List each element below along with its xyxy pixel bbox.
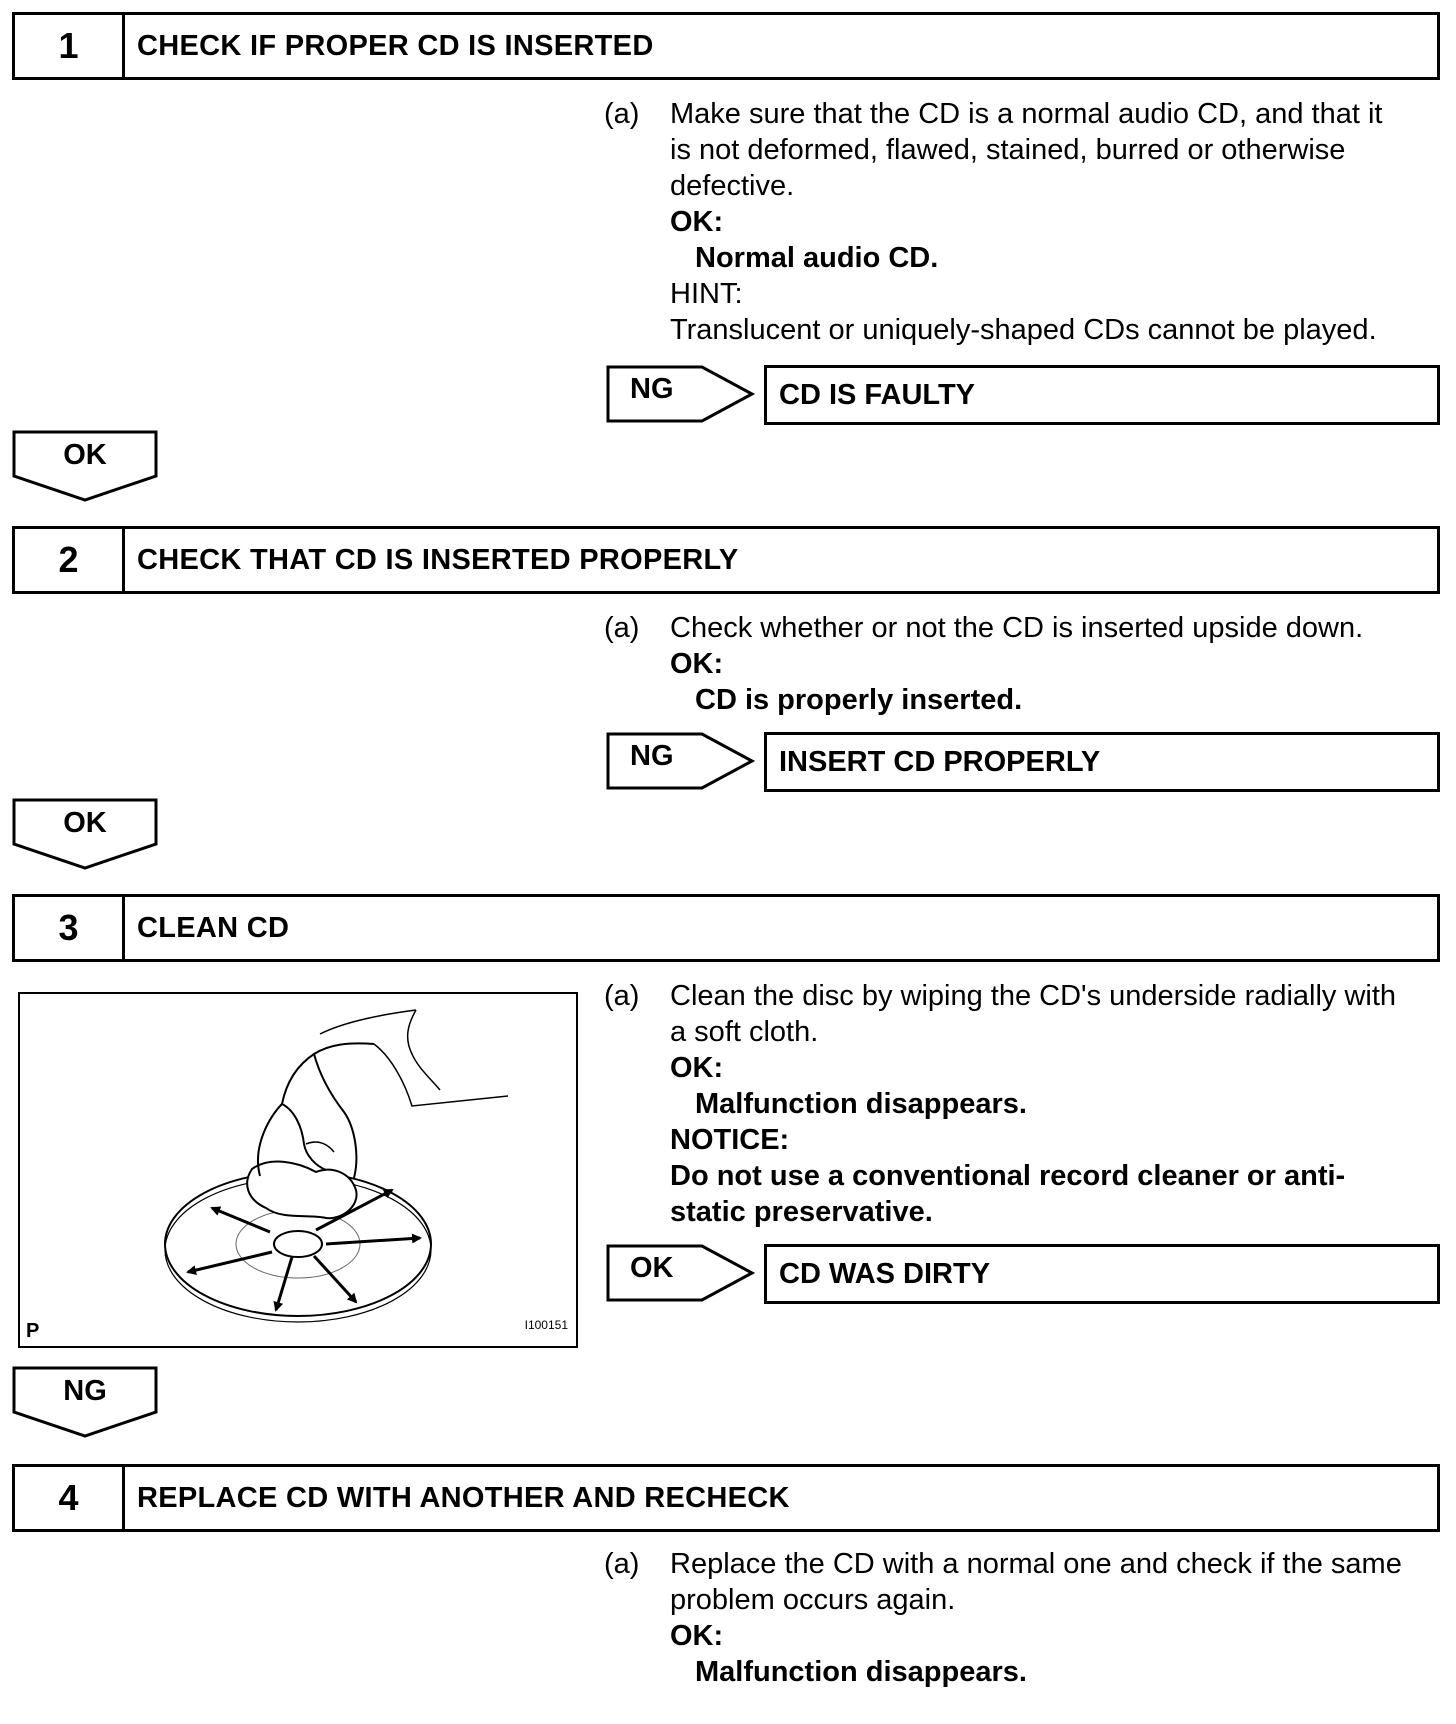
step-3-number: 3	[15, 897, 125, 959]
step-1-header: 1 CHECK IF PROPER CD IS INSERTED	[12, 12, 1440, 80]
step-4-header: 4 REPLACE CD WITH ANOTHER AND RECHECK	[12, 1464, 1440, 1532]
branch-label: NG	[630, 740, 674, 772]
step-2-number: 2	[15, 529, 125, 591]
hint-label: HINT:	[670, 278, 743, 310]
cd-cleaning-figure: P I100151	[18, 992, 578, 1348]
down-arrow-shape-icon	[12, 430, 158, 502]
branch-label: NG	[630, 373, 674, 405]
step-3-title: CLEAN CD	[137, 911, 290, 944]
item-label: (a)	[604, 1548, 640, 1580]
branch-label: OK	[630, 1252, 674, 1284]
step-1-instruction: (a) Make sure that the CD is a normal au…	[604, 96, 1434, 348]
down-arrow-shape-icon	[12, 798, 158, 870]
instruction-line: Clean the disc by wiping the CD's unders…	[670, 980, 1397, 1012]
step-2-result-box: INSERT CD PROPERLY	[764, 732, 1440, 792]
item-label: (a)	[604, 98, 640, 130]
ok-label: OK:	[670, 648, 724, 680]
notice-label: NOTICE:	[670, 1124, 790, 1156]
instruction-line: Make sure that the CD is a normal audio …	[670, 98, 1383, 130]
step-2-title: CHECK THAT CD IS INSERTED PROPERLY	[137, 543, 739, 576]
step-3-result-box: CD WAS DIRTY	[764, 1244, 1440, 1304]
step-1-title: CHECK IF PROPER CD IS INSERTED	[137, 29, 654, 62]
ok-label: OK:	[670, 1620, 724, 1652]
step-1-next-arrow: OK	[12, 430, 158, 502]
ok-value: CD is properly inserted.	[695, 684, 1023, 716]
hint-text: Translucent or uniquely-shaped CDs canno…	[670, 314, 1377, 346]
cd-wiping-illustration-icon	[164, 1009, 509, 1323]
item-label: (a)	[604, 612, 640, 644]
notice-line: Do not use a conventional record cleaner…	[670, 1160, 1346, 1192]
step-3-instruction: (a) Clean the disc by wiping the CD's un…	[604, 978, 1434, 1230]
step-2-instruction: (a) Check whether or not the CD is inser…	[604, 610, 1434, 718]
step-4-instruction: (a) Replace the CD with a normal one and…	[604, 1546, 1434, 1690]
instruction-line: Check whether or not the CD is inserted …	[670, 612, 1364, 644]
next-label: OK	[63, 439, 107, 471]
step-2-next-arrow: OK	[12, 798, 158, 870]
next-label: NG	[63, 1375, 107, 1407]
step-1-branch-arrow: NG	[606, 365, 756, 423]
instruction-line: is not deformed, flawed, stained, burred…	[670, 134, 1346, 166]
step-1-number: 1	[15, 15, 125, 77]
right-arrow-shape-icon	[606, 365, 756, 423]
ok-value: Malfunction disappears.	[695, 1088, 1027, 1120]
ok-value: Malfunction disappears.	[695, 1656, 1027, 1688]
ok-label: OK:	[670, 1052, 724, 1084]
figure-code: I100151	[524, 1318, 568, 1332]
step-3-header: 3 CLEAN CD	[12, 894, 1440, 962]
instruction-line: Replace the CD with a normal one and che…	[670, 1548, 1402, 1580]
ok-label: OK:	[670, 206, 724, 238]
notice-line: static preservative.	[670, 1196, 933, 1228]
step-1-result-box: CD IS FAULTY	[764, 365, 1440, 425]
instruction-line: defective.	[670, 170, 795, 202]
step-4-number: 4	[15, 1467, 125, 1529]
step-2-branch-arrow: NG	[606, 732, 756, 790]
item-label: (a)	[604, 980, 640, 1012]
instruction-line: a soft cloth.	[670, 1016, 819, 1048]
figure-corner-label: P	[26, 1320, 40, 1342]
step-3-branch-arrow: OK	[606, 1244, 756, 1302]
step-4-title: REPLACE CD WITH ANOTHER AND RECHECK	[137, 1481, 790, 1514]
next-label: OK	[63, 807, 107, 839]
right-arrow-shape-icon	[606, 732, 756, 790]
ok-value: Normal audio CD.	[695, 242, 939, 274]
step-2-header: 2 CHECK THAT CD IS INSERTED PROPERLY	[12, 526, 1440, 594]
step-3-next-arrow: NG	[12, 1366, 158, 1438]
down-arrow-shape-icon	[12, 1366, 158, 1438]
right-arrow-shape-icon	[606, 1244, 756, 1302]
instruction-line: problem occurs again.	[670, 1584, 956, 1616]
